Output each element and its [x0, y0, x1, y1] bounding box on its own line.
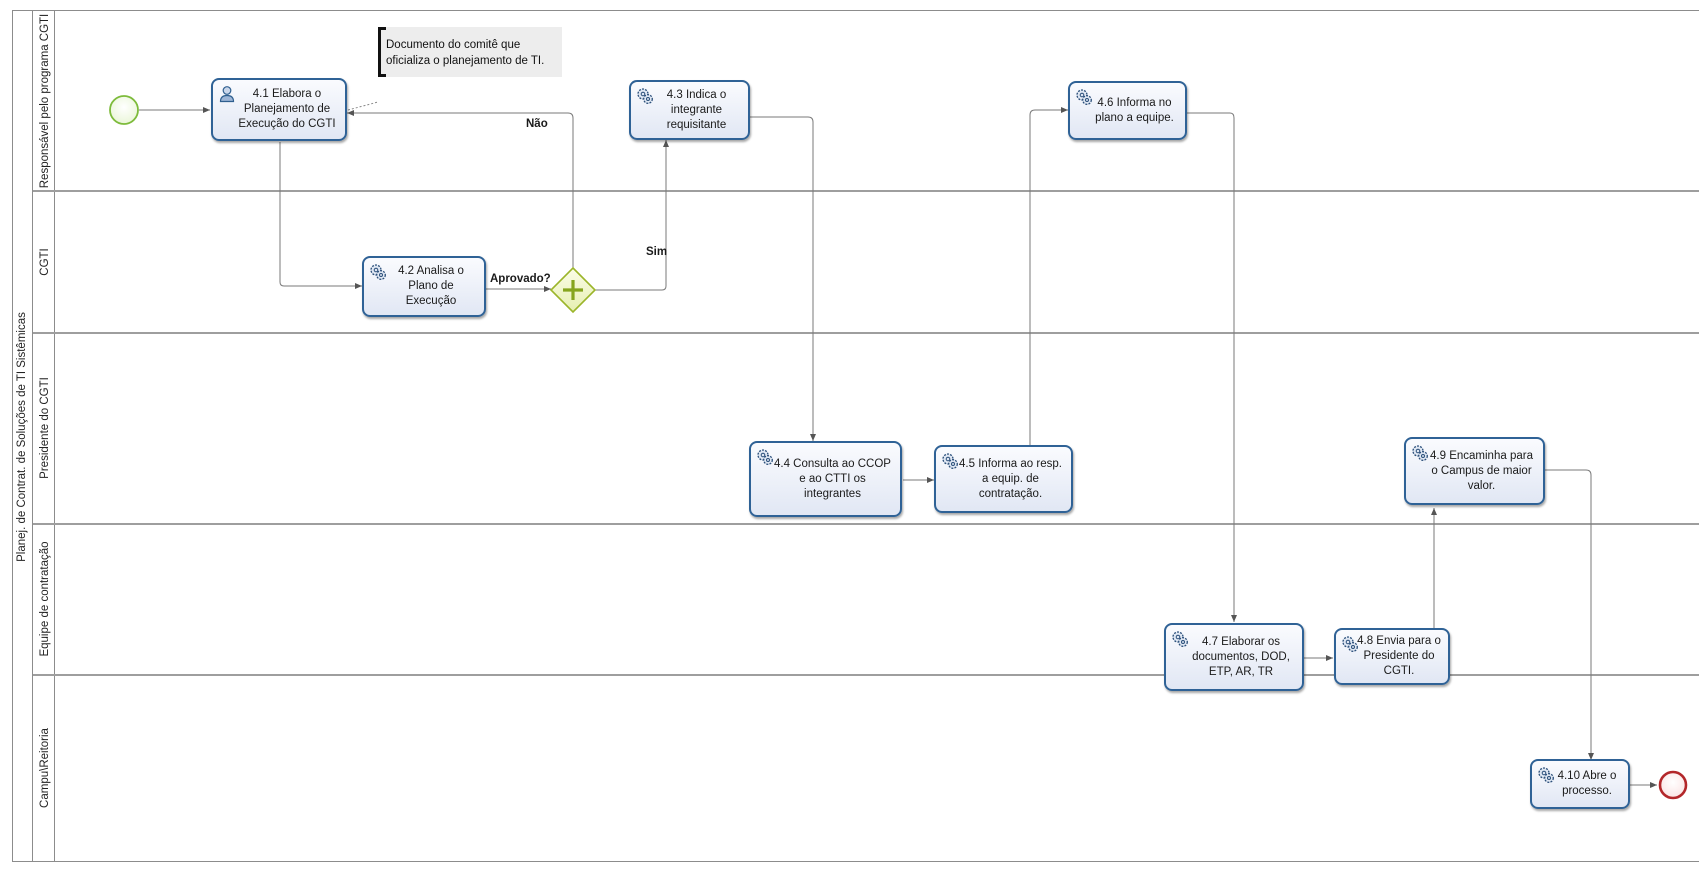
gears-icon	[370, 264, 386, 280]
flow-49-to-410	[1544, 469, 1594, 760]
task-label: 4.8 Envia para o Presidente do CGTI.	[1357, 635, 1441, 677]
lane-separator	[33, 674, 1699, 676]
task-label: 4.9 Encaminha para o Campus de maior val…	[1430, 449, 1533, 492]
lane-separator	[33, 190, 1699, 192]
flow-43-to-44	[750, 116, 816, 441]
gears-icon	[1172, 631, 1188, 647]
task-label: 4.10 Abre o processo.	[1557, 770, 1617, 797]
task-label: 4.6 Informa no plano a equipe.	[1095, 96, 1174, 124]
flow-gateway-nao	[347, 110, 574, 268]
gears-icon	[1342, 636, 1358, 652]
gears-icon	[637, 88, 653, 104]
task-4-7[interactable]: 4.7 Elaborar os documentos, DOD, ETP, AR…	[1164, 623, 1304, 691]
task-label: 4.1 Elabora o Planejamento de Execução d…	[238, 88, 336, 130]
task-4-2[interactable]: 4.2 Analisa o Plano de Execução	[362, 256, 486, 317]
task-label: 4.5 Informa ao resp. a equip. de contrat…	[959, 457, 1062, 500]
lane-header-column	[33, 10, 55, 862]
pool-frame	[12, 10, 1699, 862]
task-4-3[interactable]: 4.3 Indica o integrante requisitante	[629, 80, 750, 140]
flow-gateway-sim	[595, 140, 669, 291]
end-event	[1658, 770, 1688, 800]
lane-separator	[33, 523, 1699, 525]
task-4-5[interactable]: 4.5 Informa ao resp. a equip. de contrat…	[934, 445, 1073, 513]
flow-41-to-42	[279, 142, 362, 289]
flow-label-sim: Sim	[646, 246, 668, 258]
annotation-bracket	[378, 27, 386, 77]
task-label: 4.7 Elaborar os documentos, DOD, ETP, AR…	[1192, 635, 1290, 678]
flow-label-nao: Não	[526, 118, 548, 130]
lane-separator	[33, 332, 1699, 334]
task-4-8[interactable]: 4.8 Envia para o Presidente do CGTI.	[1334, 628, 1450, 685]
task-label: 4.3 Indica o integrante requisitante	[666, 88, 727, 131]
gears-icon	[1412, 445, 1428, 461]
start-event	[109, 95, 139, 125]
task-4-9[interactable]: 4.9 Encaminha para o Campus de maior val…	[1404, 437, 1545, 505]
task-label: 4.4 Consulta ao CCOP e ao CTTI os integr…	[774, 457, 891, 500]
task-4-10[interactable]: 4.10 Abre o processo.	[1530, 759, 1630, 809]
text-annotation: Documento do comitê que oficializa o pla…	[378, 27, 562, 77]
flow-45-to-46	[1029, 107, 1068, 445]
gears-icon	[1538, 767, 1554, 783]
task-label: 4.2 Analisa o Plano de Execução	[398, 265, 464, 307]
annotation-association	[347, 101, 379, 111]
task-4-1[interactable]: 4.1 Elabora o Planejamento de Execução d…	[211, 78, 347, 141]
gateway-label: Aprovado?	[490, 273, 551, 285]
task-4-6[interactable]: 4.6 Informa no plano a equipe.	[1068, 81, 1187, 140]
flow-46-to-47	[1187, 112, 1237, 622]
task-4-4[interactable]: 4.4 Consulta ao CCOP e ao CTTI os integr…	[749, 441, 902, 517]
pool-header	[12, 10, 33, 862]
gears-icon	[942, 453, 958, 469]
gears-icon	[757, 449, 773, 465]
gears-icon	[1076, 89, 1092, 105]
user-icon	[219, 86, 235, 103]
gateway-diamond	[549, 266, 597, 314]
